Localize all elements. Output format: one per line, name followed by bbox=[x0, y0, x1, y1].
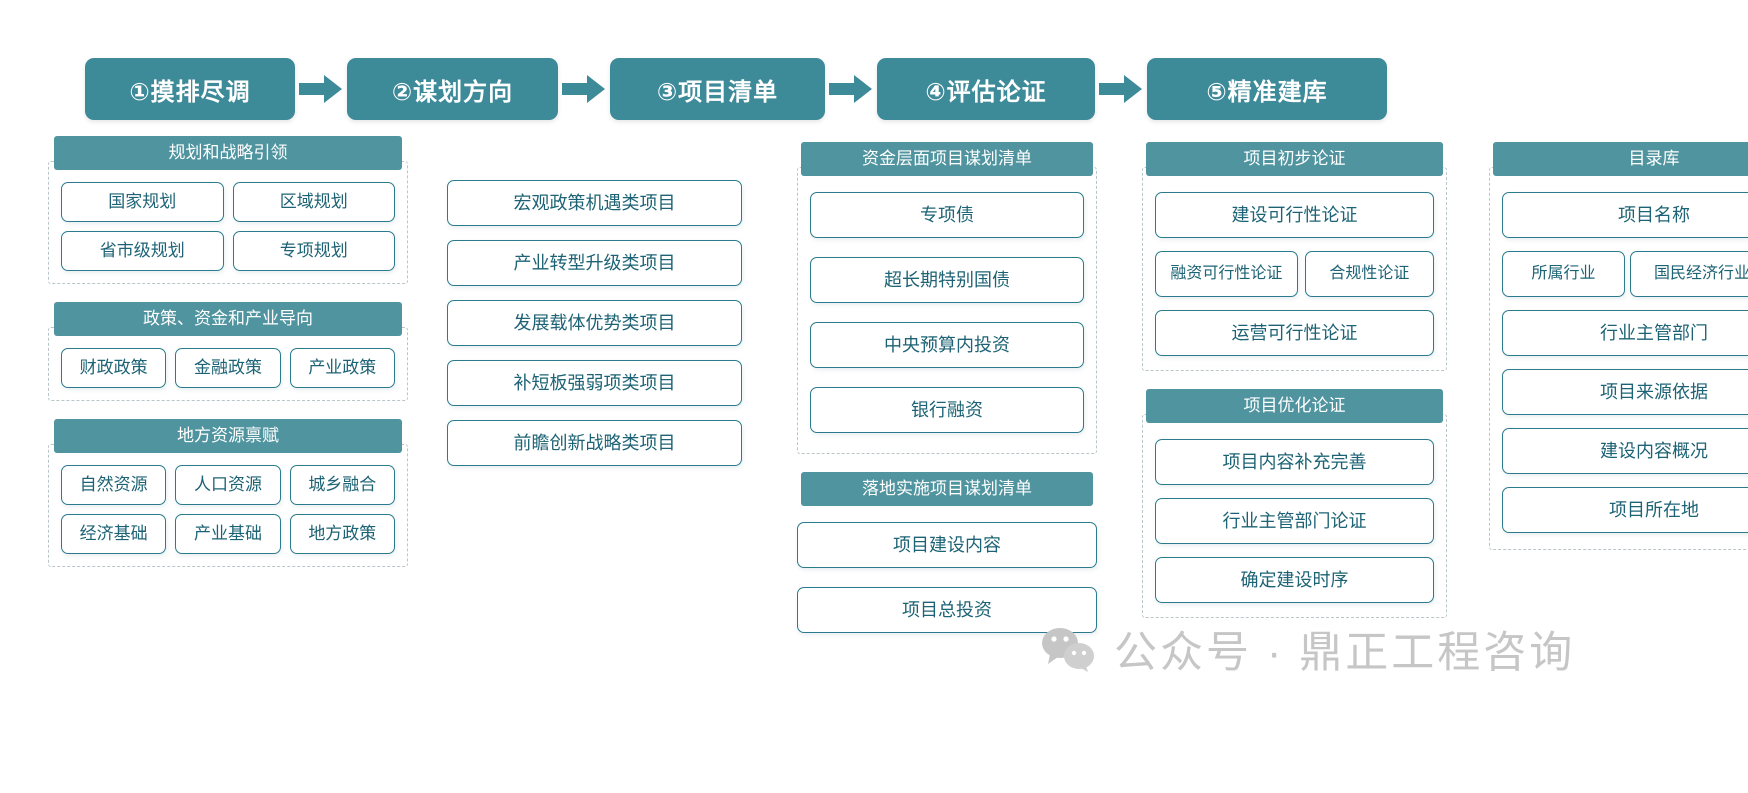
item-project-location[interactable]: 项目所在地 bbox=[1502, 487, 1748, 533]
item-construction-content-overview[interactable]: 建设内容概况 bbox=[1502, 428, 1748, 474]
group-title-catalog-library: 目录库 bbox=[1493, 142, 1748, 176]
group-catalog-library: 项目名称 所属行业 国民经济行业分类 行业主管部门 项目来源依据 建设内容概况 … bbox=[1489, 167, 1748, 550]
stage-pill-5[interactable]: ⑤精准建库 bbox=[1147, 58, 1387, 120]
item-local-policy[interactable]: 地方政策 bbox=[289, 514, 395, 554]
item-weakness-strengthening-projects[interactable]: 补短板强弱项类项目 bbox=[447, 360, 742, 406]
item-population-resources[interactable]: 人口资源 bbox=[175, 465, 281, 505]
group-title-implementation-project-list: 落地实施项目谋划清单 bbox=[801, 472, 1093, 506]
group-title-preliminary-review: 项目初步论证 bbox=[1146, 142, 1443, 176]
group-title-optimization-review: 项目优化论证 bbox=[1146, 389, 1443, 423]
item-special-bond[interactable]: 专项债 bbox=[810, 192, 1084, 238]
item-belonging-industry[interactable]: 所属行业 bbox=[1502, 251, 1625, 297]
item-economic-base[interactable]: 经济基础 bbox=[61, 514, 167, 554]
stage-pill-2[interactable]: ②谋划方向 bbox=[347, 58, 558, 120]
group-planning-directions: 宏观政策机遇类项目 产业转型升级类项目 发展载体优势类项目 补短板强弱项类项目 … bbox=[447, 180, 742, 466]
right-arrow-icon-4 bbox=[1095, 74, 1147, 104]
group-row: 项目总投资 bbox=[797, 587, 1097, 633]
group-row: 建设内容概况 bbox=[1502, 428, 1748, 474]
stage-content-columns: 规划和战略引领 国家规划 区域规划 省市级规划 专项规划 政策、资金和产业导向 … bbox=[0, 136, 1748, 651]
item-financing-feasibility-review[interactable]: 融资可行性论证 bbox=[1155, 251, 1298, 297]
column-4-content: 项目初步论证 建设可行性论证 融资可行性论证 合规性论证 运营可行性论证 项目优… bbox=[1122, 136, 1469, 651]
item-industry-authority[interactable]: 行业主管部门 bbox=[1502, 310, 1748, 356]
group-row: 银行融资 bbox=[810, 387, 1084, 433]
group-row: 所属行业 国民经济行业分类 bbox=[1502, 251, 1748, 297]
item-compliance-review[interactable]: 合规性论证 bbox=[1304, 251, 1434, 297]
item-financial-policy[interactable]: 金融政策 bbox=[175, 348, 281, 388]
item-urban-rural-integration[interactable]: 城乡融合 bbox=[289, 465, 395, 505]
group-row: 项目所在地 bbox=[1502, 487, 1748, 533]
column-1-content: 规划和战略引领 国家规划 区域规划 省市级规划 专项规划 政策、资金和产业导向 … bbox=[0, 136, 440, 651]
group-row: 建设可行性论证 bbox=[1155, 192, 1434, 238]
group-row: 项目来源依据 bbox=[1502, 369, 1748, 415]
item-national-plan[interactable]: 国家规划 bbox=[61, 182, 224, 222]
group-row: 经济基础 产业基础 地方政策 bbox=[61, 514, 395, 554]
item-operation-feasibility-review[interactable]: 运营可行性论证 bbox=[1155, 310, 1434, 356]
right-arrow-icon-2 bbox=[558, 74, 610, 104]
stage-pill-3[interactable]: ③项目清单 bbox=[610, 58, 825, 120]
item-macro-policy-opportunity-projects[interactable]: 宏观政策机遇类项目 bbox=[447, 180, 742, 226]
right-arrow-icon-3 bbox=[825, 74, 877, 104]
item-fiscal-policy[interactable]: 财政政策 bbox=[61, 348, 167, 388]
right-arrow-icon-1 bbox=[295, 74, 347, 104]
column-3-content: 资金层面项目谋划清单 专项债 超长期特别国债 中央预算内投资 银行融资 落地实施… bbox=[772, 136, 1122, 651]
item-special-plan[interactable]: 专项规划 bbox=[232, 231, 395, 271]
group-row: 项目建设内容 bbox=[797, 522, 1097, 568]
item-central-budget-investment[interactable]: 中央预算内投资 bbox=[810, 322, 1084, 368]
group-row: 产业转型升级类项目 bbox=[447, 240, 742, 286]
item-determine-construction-schedule[interactable]: 确定建设时序 bbox=[1155, 557, 1434, 603]
stage-pill-4[interactable]: ④评估论证 bbox=[877, 58, 1095, 120]
stage-header-row: ①摸排尽调 ②谋划方向 ③项目清单 ④评估论证 ⑤精准建库 bbox=[0, 58, 1748, 120]
group-title-funding-level-project-list: 资金层面项目谋划清单 bbox=[801, 142, 1093, 176]
group-title-local-resources: 地方资源禀赋 bbox=[54, 419, 402, 453]
group-row: 专项债 bbox=[810, 192, 1084, 238]
group-row: 宏观政策机遇类项目 bbox=[447, 180, 742, 226]
item-national-economy-industry-classification[interactable]: 国民经济行业分类 bbox=[1629, 251, 1748, 297]
group-planning-strategy: 国家规划 区域规划 省市级规划 专项规划 bbox=[48, 161, 408, 284]
item-provincial-city-plan[interactable]: 省市级规划 bbox=[61, 231, 224, 271]
item-project-source-basis[interactable]: 项目来源依据 bbox=[1502, 369, 1748, 415]
group-row: 中央预算内投资 bbox=[810, 322, 1084, 368]
item-project-name[interactable]: 项目名称 bbox=[1502, 192, 1748, 238]
group-row: 补短板强弱项类项目 bbox=[447, 360, 742, 406]
group-row: 省市级规划 专项规划 bbox=[61, 231, 395, 271]
group-funding-level-project-list: 专项债 超长期特别国债 中央预算内投资 银行融资 bbox=[797, 167, 1097, 454]
group-row: 自然资源 人口资源 城乡融合 bbox=[61, 465, 395, 505]
column-5-content: 目录库 项目名称 所属行业 国民经济行业分类 行业主管部门 项目来源依据 建设内… bbox=[1469, 136, 1748, 651]
group-optimization-review: 项目内容补充完善 行业主管部门论证 确定建设时序 bbox=[1142, 414, 1447, 618]
item-regional-plan[interactable]: 区域规划 bbox=[232, 182, 395, 222]
group-row: 行业主管部门论证 bbox=[1155, 498, 1434, 544]
group-row: 融资可行性论证 合规性论证 bbox=[1155, 251, 1434, 297]
item-industrial-base[interactable]: 产业基础 bbox=[175, 514, 281, 554]
group-title-planning-strategy: 规划和战略引领 bbox=[54, 136, 402, 170]
group-row: 项目内容补充完善 bbox=[1155, 439, 1434, 485]
column-2-content: 宏观政策机遇类项目 产业转型升级类项目 发展载体优势类项目 补短板强弱项类项目 … bbox=[440, 136, 772, 651]
group-row: 发展载体优势类项目 bbox=[447, 300, 742, 346]
group-preliminary-review: 建设可行性论证 融资可行性论证 合规性论证 运营可行性论证 bbox=[1142, 167, 1447, 371]
item-development-carrier-advantage-projects[interactable]: 发展载体优势类项目 bbox=[447, 300, 742, 346]
group-row: 行业主管部门 bbox=[1502, 310, 1748, 356]
item-forward-looking-innovation-projects[interactable]: 前瞻创新战略类项目 bbox=[447, 420, 742, 466]
group-row: 前瞻创新战略类项目 bbox=[447, 420, 742, 466]
item-industrial-policy[interactable]: 产业政策 bbox=[289, 348, 395, 388]
item-project-total-investment[interactable]: 项目总投资 bbox=[797, 587, 1097, 633]
group-row: 确定建设时序 bbox=[1155, 557, 1434, 603]
item-construction-feasibility-review[interactable]: 建设可行性论证 bbox=[1155, 192, 1434, 238]
group-row: 运营可行性论证 bbox=[1155, 310, 1434, 356]
group-implementation-project-list: 项目建设内容 项目总投资 bbox=[797, 522, 1097, 633]
item-industry-authority-review[interactable]: 行业主管部门论证 bbox=[1155, 498, 1434, 544]
group-row: 项目名称 bbox=[1502, 192, 1748, 238]
group-row: 超长期特别国债 bbox=[810, 257, 1084, 303]
item-project-construction-content[interactable]: 项目建设内容 bbox=[797, 522, 1097, 568]
group-title-policy-funding-industry: 政策、资金和产业导向 bbox=[54, 302, 402, 336]
group-local-resources: 自然资源 人口资源 城乡融合 经济基础 产业基础 地方政策 bbox=[48, 444, 408, 567]
group-row: 财政政策 金融政策 产业政策 bbox=[61, 348, 395, 388]
group-row: 国家规划 区域规划 bbox=[61, 182, 395, 222]
stage-pill-1[interactable]: ①摸排尽调 bbox=[85, 58, 295, 120]
item-industrial-transformation-projects[interactable]: 产业转型升级类项目 bbox=[447, 240, 742, 286]
item-ultra-long-special-treasury-bond[interactable]: 超长期特别国债 bbox=[810, 257, 1084, 303]
item-natural-resources[interactable]: 自然资源 bbox=[61, 465, 167, 505]
item-project-content-supplement[interactable]: 项目内容补充完善 bbox=[1155, 439, 1434, 485]
item-bank-financing[interactable]: 银行融资 bbox=[810, 387, 1084, 433]
group-policy-funding-industry: 财政政策 金融政策 产业政策 bbox=[48, 327, 408, 401]
